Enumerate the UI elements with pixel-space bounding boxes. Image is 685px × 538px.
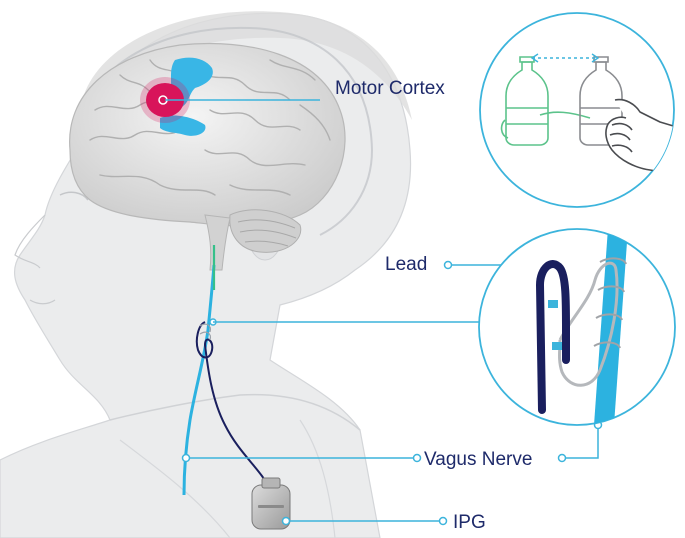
ipg-label: IPG	[453, 513, 486, 532]
motor-cortex-label: Motor Cortex	[335, 79, 445, 98]
lead-nerve-inset	[479, 228, 675, 425]
motor-function-inset	[480, 13, 680, 207]
vagus-nerve-label: Vagus Nerve	[424, 450, 532, 469]
lead-label: Lead	[385, 255, 427, 274]
